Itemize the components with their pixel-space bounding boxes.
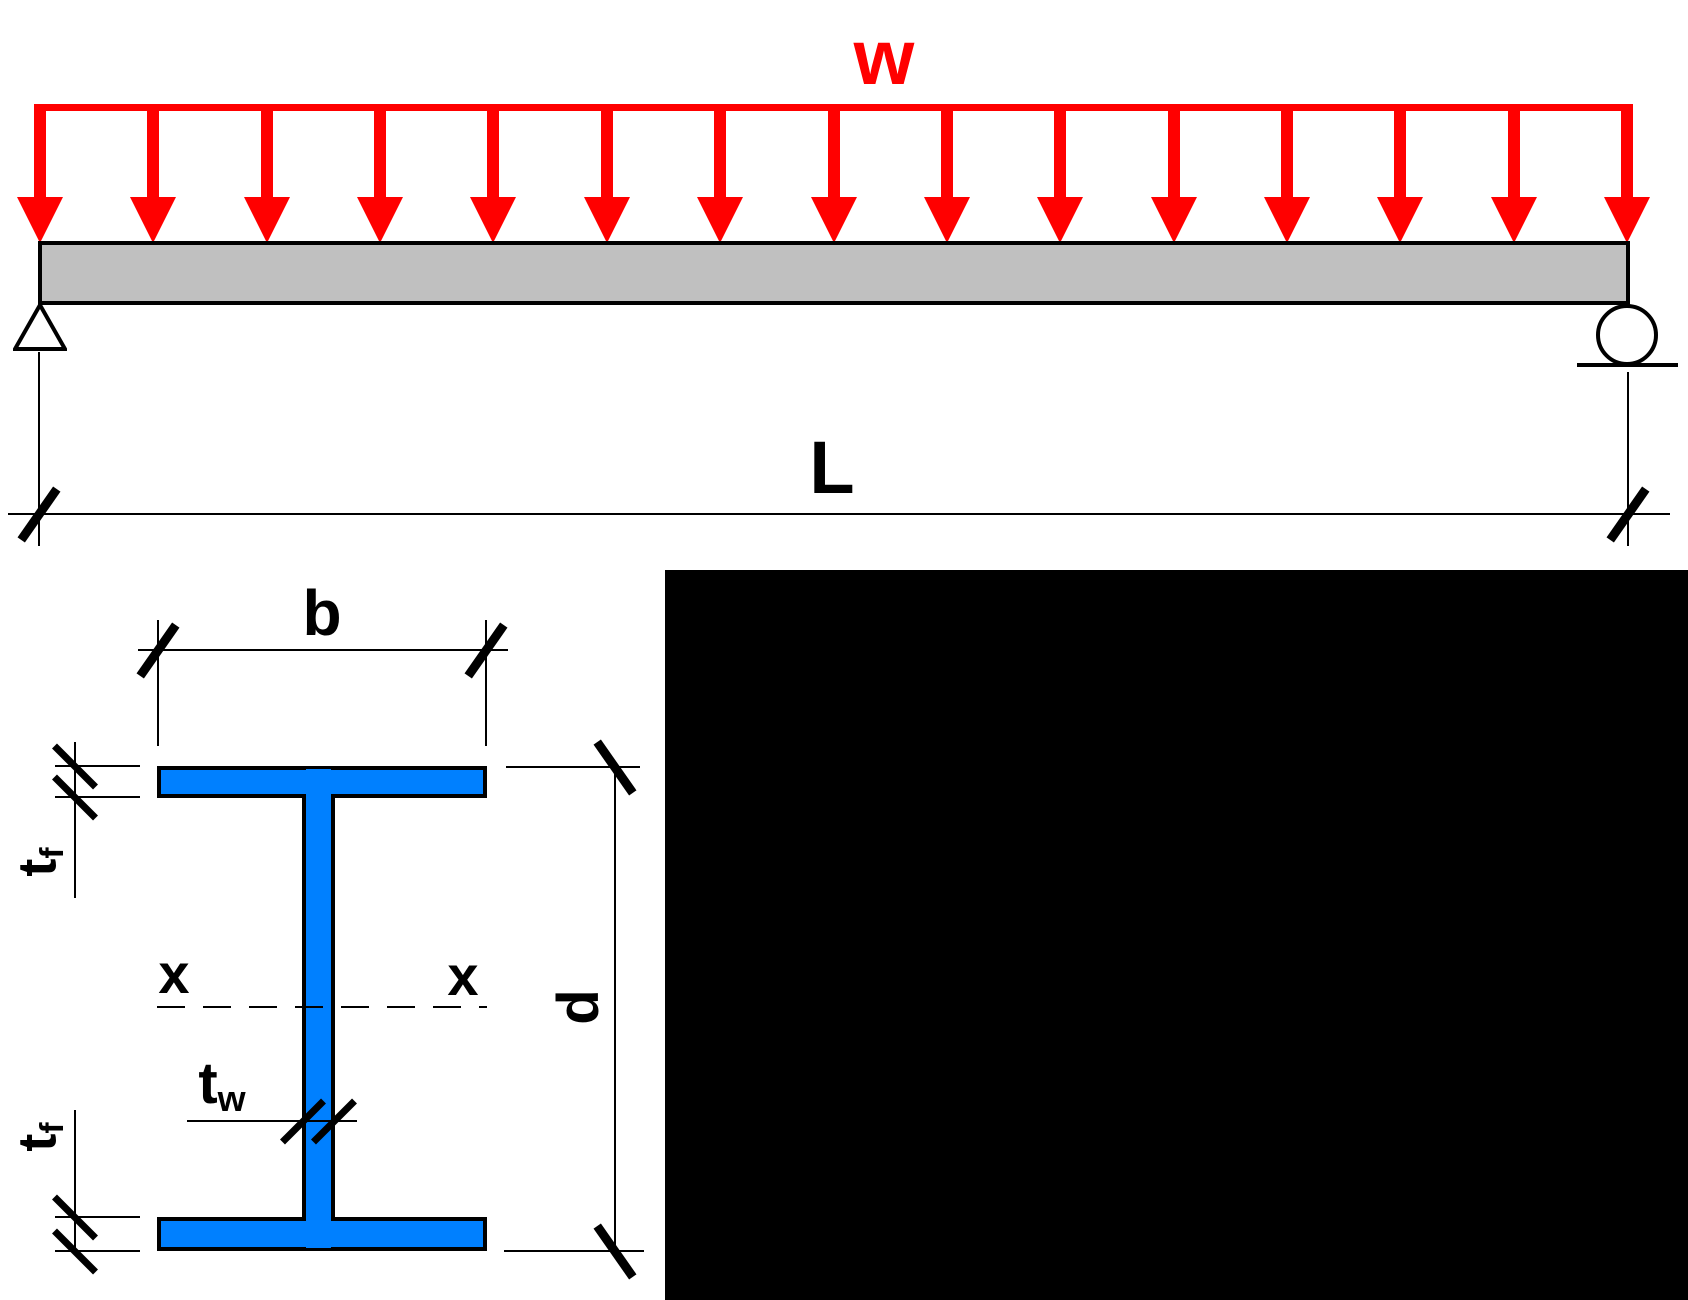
flange-thickness-bottom-label-base: t xyxy=(7,1133,68,1152)
roller-ground-line xyxy=(1577,363,1678,367)
flange-thickness-top-ext-line xyxy=(74,742,76,898)
load-arrow-head-icon xyxy=(1037,197,1084,243)
load-arrow-head-icon xyxy=(17,197,63,243)
load-arrow-stem xyxy=(827,104,840,198)
load-arrow-head-icon xyxy=(697,197,744,243)
web-thickness-label-sub: w xyxy=(217,1077,246,1119)
load-arrow-head-icon xyxy=(1263,197,1310,243)
neutral-axis-label-right: x xyxy=(447,944,479,1007)
span-ext-line-right xyxy=(1627,372,1629,546)
load-arrow-head-icon xyxy=(357,197,404,243)
flange-width-ext-left xyxy=(157,620,159,746)
load-arrow-stem xyxy=(1167,104,1180,198)
load-arrow-stem xyxy=(147,104,160,198)
flange-width-label: b xyxy=(302,577,342,649)
span-dim-line xyxy=(8,513,1670,515)
flange-thickness-top-leader-upper xyxy=(55,765,140,767)
load-arrow-head-icon xyxy=(1604,197,1650,243)
load-arrow-stem xyxy=(260,104,273,198)
flange-thickness-bottom-label-sub: f xyxy=(33,1122,71,1134)
load-arrow-stem xyxy=(487,104,500,198)
depth-leader-top xyxy=(506,766,640,768)
web-thickness-leader xyxy=(187,1120,357,1122)
flange-thickness-top-label: tf xyxy=(7,847,71,877)
flange-thickness-bottom-leader-lower xyxy=(55,1250,140,1252)
span-ext-line-left xyxy=(38,352,40,546)
load-arrow-stem xyxy=(940,104,953,198)
neutral-axis-dash-line xyxy=(157,1006,487,1008)
load-arrow-head-icon xyxy=(583,197,630,243)
load-arrow-stem xyxy=(1280,104,1293,198)
depth-dim-line xyxy=(614,766,616,1252)
load-arrow-stem xyxy=(1394,104,1407,198)
pin-support-icon xyxy=(13,303,67,351)
load-arrow-stem xyxy=(34,104,46,198)
load-arrow-stem xyxy=(600,104,613,198)
load-arrow-stem xyxy=(714,104,727,198)
load-arrow-head-icon xyxy=(1490,197,1537,243)
flange-thickness-top-leader-lower xyxy=(55,796,140,798)
depth-label: d xyxy=(546,989,611,1025)
beam-bar xyxy=(38,241,1630,305)
flange-thickness-top-label-base: t xyxy=(7,858,68,877)
load-arrow-stem xyxy=(1621,104,1633,198)
load-arrow-head-icon xyxy=(1150,197,1197,243)
load-arrow-stem xyxy=(1054,104,1067,198)
flange-thickness-top-label-sub: f xyxy=(33,847,71,859)
load-arrow-head-icon xyxy=(923,197,970,243)
load-arrow-head-icon xyxy=(810,197,857,243)
flange-width-dim-line xyxy=(138,649,508,651)
web xyxy=(306,769,331,1248)
load-arrow-stem xyxy=(1507,104,1520,198)
black-panel xyxy=(665,570,1688,1300)
flange-thickness-bottom-leader-upper xyxy=(55,1216,140,1218)
flange-width-ext-right xyxy=(485,620,487,746)
web-thickness-label-base: t xyxy=(198,1051,218,1117)
load-arrow-head-icon xyxy=(470,197,517,243)
depth-leader-bottom xyxy=(504,1250,644,1252)
load-arrow-head-icon xyxy=(130,197,177,243)
flange-thickness-bottom-ext-line xyxy=(74,1110,76,1250)
load-arrow-head-icon xyxy=(1377,197,1424,243)
flange-thickness-bottom-label: tf xyxy=(7,1122,71,1152)
roller-support-icon xyxy=(1596,304,1658,366)
load-arrow-stem xyxy=(374,104,387,198)
load-label: w xyxy=(853,13,915,101)
neutral-axis-label-left: x xyxy=(158,942,190,1005)
span-label: L xyxy=(809,426,855,509)
web-thickness-label: tw xyxy=(198,1055,245,1117)
load-arrow-head-icon xyxy=(243,197,290,243)
